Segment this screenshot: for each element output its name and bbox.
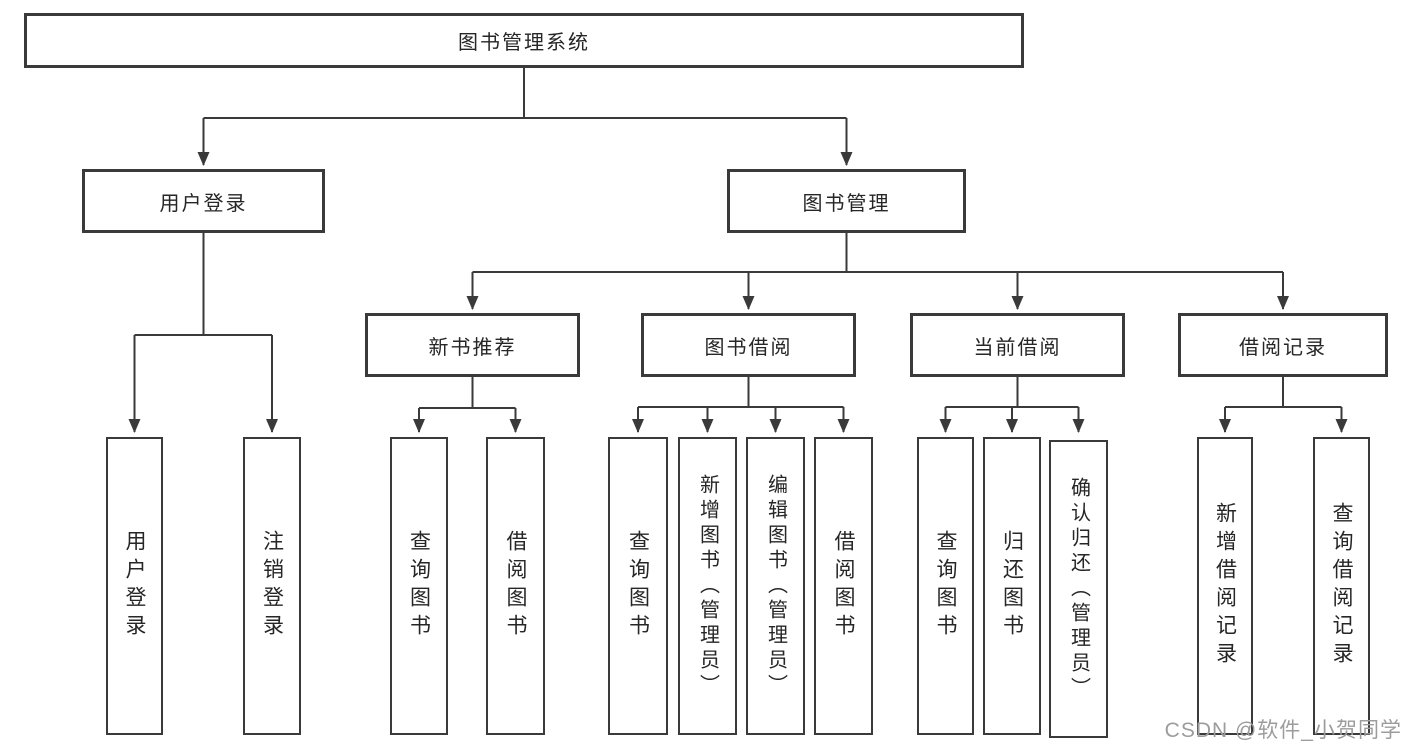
node-book-borrow-label: 图书借阅 [704, 336, 793, 359]
leaf-logout: 注销登录 [243, 437, 301, 735]
leaf-user-login: 用户登录 [106, 437, 163, 735]
node-root: 图书管理系统 [24, 13, 1024, 68]
edge-borrow-records [1219, 377, 1348, 433]
leaf-query-books-current: 查询图书 [917, 437, 974, 735]
edge-root-to-level2 [197, 68, 853, 166]
leaf-borrow-books-borrow-label: 借阅图书 [832, 530, 855, 642]
node-root-label: 图书管理系统 [458, 32, 590, 54]
leaf-add-book-admin: 新增图书（管理员） [678, 437, 737, 735]
node-current-borrow: 当前借阅 [910, 313, 1125, 377]
node-book-management-branch-label: 图书管理 [802, 192, 891, 215]
leaf-add-book-admin-label: 新增图书（管理员） [696, 473, 719, 699]
leaf-query-books-recommend-label: 查询图书 [407, 530, 431, 642]
edge-current-borrow [939, 377, 1085, 433]
leaf-return-books: 归还图书 [983, 437, 1041, 735]
node-book-management-branch: 图书管理 [727, 169, 966, 233]
leaf-edit-book-admin: 编辑图书（管理员） [746, 437, 805, 735]
edge-user-branch [128, 233, 278, 433]
edge-management-branch [466, 233, 1289, 310]
leaf-query-borrow-record-label: 查询借阅记录 [1330, 502, 1353, 670]
leaf-confirm-return-admin-label: 确认归还（管理员） [1067, 476, 1090, 702]
leaf-borrow-books-borrow: 借阅图书 [814, 437, 873, 735]
watermark-text: CSDN @软件_小贺同学 [1164, 719, 1402, 742]
leaf-return-books-label: 归还图书 [1000, 530, 1024, 642]
edge-new-book-recommend [413, 377, 522, 433]
node-new-book-recommend: 新书推荐 [365, 313, 580, 377]
leaf-borrow-books-recommend: 借阅图书 [486, 437, 545, 735]
leaf-query-books-recommend: 查询图书 [390, 437, 448, 735]
node-borrow-records-label: 借阅记录 [1239, 336, 1327, 359]
node-new-book-recommend-label: 新书推荐 [428, 336, 517, 359]
node-user-login-branch-label: 用户登录 [159, 192, 248, 215]
leaf-edit-book-admin-label: 编辑图书（管理员） [764, 473, 787, 699]
node-book-borrow: 图书借阅 [641, 313, 856, 377]
node-borrow-records: 借阅记录 [1178, 313, 1388, 377]
leaf-logout-label: 注销登录 [260, 530, 284, 642]
leaf-query-books-borrow-label: 查询图书 [626, 530, 650, 642]
leaf-add-borrow-record: 新增借阅记录 [1197, 437, 1253, 735]
edge-book-borrow [632, 377, 850, 433]
leaf-query-borrow-record: 查询借阅记录 [1313, 437, 1370, 735]
node-user-login-branch: 用户登录 [82, 169, 325, 233]
leaf-query-books-current-label: 查询图书 [934, 530, 957, 642]
leaf-add-borrow-record-label: 新增借阅记录 [1213, 502, 1237, 670]
leaf-query-books-borrow: 查询图书 [608, 437, 668, 735]
leaf-borrow-books-recommend-label: 借阅图书 [504, 530, 527, 642]
leaf-user-login-label: 用户登录 [123, 530, 146, 642]
node-current-borrow-label: 当前借阅 [973, 336, 1062, 359]
leaf-confirm-return-admin: 确认归还（管理员） [1049, 440, 1108, 738]
